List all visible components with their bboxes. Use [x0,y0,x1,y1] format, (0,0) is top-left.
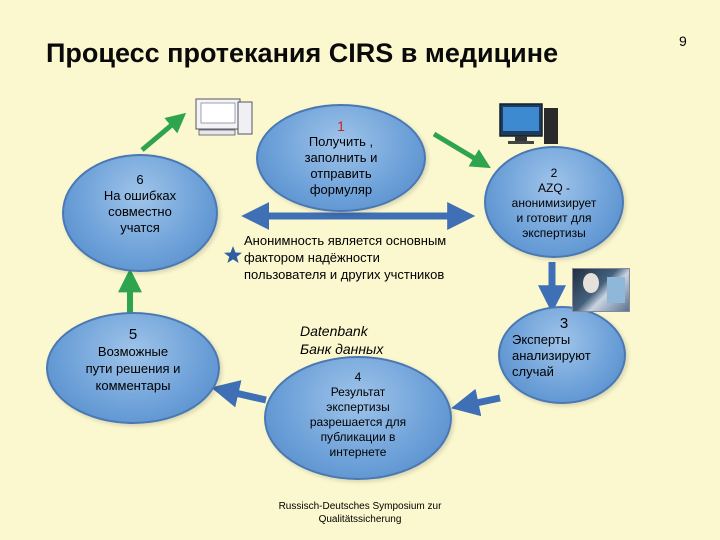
node-2-line: экспертизы [522,226,586,240]
node-3-ellipse [498,306,626,404]
node-1-line: отправить [310,166,372,181]
node-1-number: 1 [337,118,345,134]
node-3-line: Эксперты [512,332,571,347]
node-1-line: заполнить и [304,150,378,165]
anonymity-note: Анонимность является основным фактором н… [244,232,494,283]
node-1-text: 1 Получить , заполнить и отправить форму… [266,118,416,198]
node-1-ellipse [256,104,426,212]
footer-line: Russisch-Deutsches Symposium zur [278,501,442,512]
page-number: 9 [679,33,687,49]
node-3-text: 3 Эксперты анализируют случай [512,316,616,380]
node-4-ellipse [264,356,452,480]
node-4-line: разрешается для [309,415,407,429]
node-1-line: формуляр [309,182,373,197]
footer-line: Qualitätssicherung [318,514,402,525]
node-4-line: экспертизы [326,400,390,414]
node-4-line: интернете [329,445,387,459]
node-5-text: 5 Возможные пути решения и комментары [58,326,208,394]
page-title: Процесс протекания CIRS в медицине [46,38,559,68]
node-6-number: 6 [136,172,144,187]
node-4-line: публикации в [320,430,396,444]
arrow-1-to-2 [432,131,491,169]
node-5-number: 5 [128,326,138,343]
monitor-icon [499,103,558,144]
star-icon [224,246,242,263]
anonymity-line: пользователя и других учстников [244,267,445,282]
node-5-line: пути решения и [85,361,181,376]
node-3-line: случай [512,364,554,379]
node-5-line: комментары [95,378,171,393]
node-4-number: 4 [354,370,362,384]
node-6-text: 6 На ошибках совместно учатся [74,172,206,236]
arrow-4-to-5 [211,380,267,408]
node-6-line: совместно [108,204,172,219]
arrow-6-to-computer [140,112,187,152]
node-1-line: Получить , [308,134,374,149]
node-2-ellipse [484,146,624,258]
node-2-line: и готовит для [516,211,592,225]
node-6-line: На ошибках [103,188,177,203]
node-6-line: учатся [120,220,160,235]
database-line: Datenbank [300,323,368,339]
node-2-number: 2 [550,166,558,180]
database-line: Банк данных [300,341,384,357]
node-4-text: 4 Результат экспертизы разрешается для п… [284,370,432,460]
anonymity-line: Анонимность является основным [244,233,447,248]
node-6-ellipse [62,154,218,272]
node-2-line: анонимизирует [511,196,597,210]
node-3-number: 3 [559,315,569,332]
node-2-line: AZQ - [538,181,570,195]
expert-photo [572,268,630,312]
node-5-line: Возможные [97,344,169,359]
desktop-computer-icon [195,98,253,136]
node-3-line: анализируют [512,348,591,363]
node-5-ellipse [46,312,220,424]
arrow-3-to-4 [451,388,501,417]
node-4-line: Результат [330,385,386,399]
database-label: Datenbank Банк данных [300,322,440,358]
node-2-text: 2 AZQ - анонимизирует и готовит для эксп… [484,166,624,241]
footer: Russisch-Deutsches Symposium zur Qualitä… [255,500,465,526]
anonymity-line: фактором надёжности [244,250,380,265]
